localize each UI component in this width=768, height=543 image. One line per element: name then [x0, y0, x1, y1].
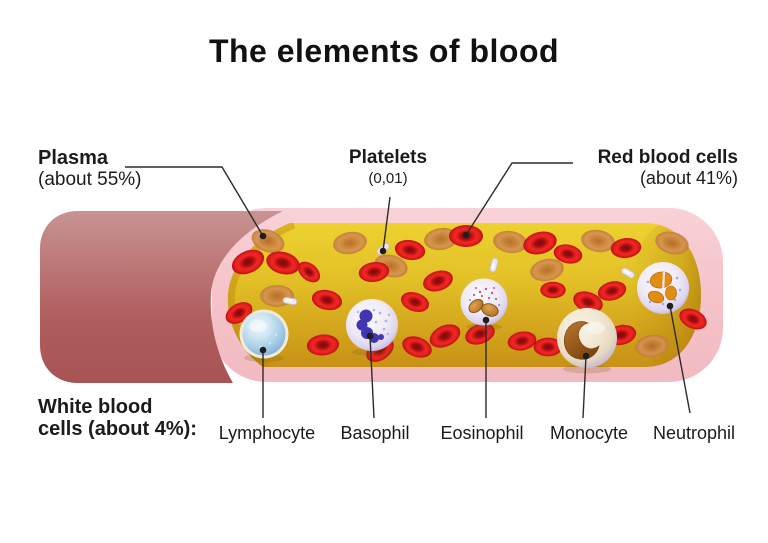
plasma-label-name: Plasma — [38, 147, 109, 169]
red-blood-cells-label-value: (about 41%) — [639, 168, 738, 189]
red-blood-cell — [540, 281, 566, 299]
diagram-title: The elements of blood — [208, 33, 560, 69]
vessel-outer-segment — [40, 211, 283, 383]
basophil-leader-line — [369, 335, 375, 419]
monocyte-cell — [557, 308, 617, 374]
neutrophil-leader-line — [669, 305, 691, 414]
leader-lines — [125, 162, 691, 419]
leader-dots — [259, 231, 674, 360]
monocyte-label: Monocyte — [549, 423, 629, 443]
red-blood-cells-label: Red blood cells (about 41%) — [518, 147, 738, 188]
white-blood-cells-label-line2: cells (about 4%): — [38, 418, 197, 440]
neutrophil-label: Neutrophil — [652, 423, 736, 443]
eosinophil-cell — [460, 278, 508, 331]
platelets-label-value: (0,01) — [368, 170, 408, 188]
red-blood-cells-leader-line — [465, 162, 573, 236]
white-blood-cells-label-line1: White blood — [38, 396, 153, 418]
basophil-label: Basophil — [340, 423, 410, 443]
lymphocyte-cell — [239, 309, 289, 362]
white-blood-cells-label: White blood cells (about 4%): — [38, 396, 197, 440]
lymphocyte-label: Lymphocyte — [218, 423, 316, 443]
plasma-label-value: (about 55%) — [38, 169, 142, 191]
platelets-leader-line — [382, 196, 391, 252]
plasma-leader-line — [125, 166, 264, 237]
eosinophil-label: Eosinophil — [440, 423, 524, 443]
platelets-label: Platelets (0,01) — [328, 147, 448, 188]
neutrophil-cell — [637, 262, 689, 314]
platelets-label-name: Platelets — [348, 147, 428, 168]
basophil-cell — [346, 299, 398, 356]
monocyte-leader-line — [582, 355, 587, 419]
plasma-label: Plasma (about 55%) — [38, 147, 142, 191]
red-blood-cells-label-name: Red blood cells — [597, 147, 738, 168]
